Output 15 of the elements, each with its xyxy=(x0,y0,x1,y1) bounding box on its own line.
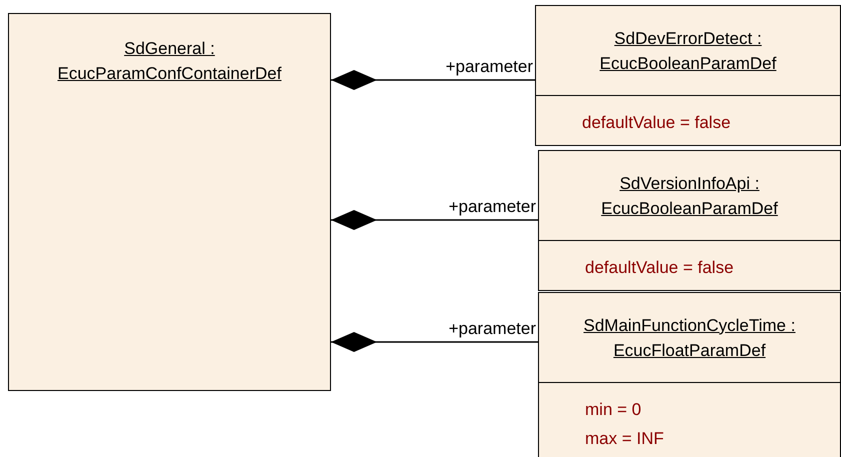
attribute-text: min = 0 xyxy=(585,399,642,421)
attribute-text: defaultValue = false xyxy=(585,257,735,279)
class-box xyxy=(538,292,841,457)
attribute-text: defaultValue = false xyxy=(582,112,732,134)
composition-connector xyxy=(331,70,535,90)
attribute-text: max = INF xyxy=(585,428,665,450)
class-name: SdVersionInfoApi : EcucBooleanParamDef xyxy=(600,172,779,220)
class-name: SdDevErrorDetect : EcucBooleanParamDef xyxy=(598,28,778,74)
composition-connector xyxy=(331,210,538,230)
composition-connector xyxy=(331,332,538,352)
class-box xyxy=(8,13,331,391)
class-box xyxy=(538,150,841,291)
class-name: SdMainFunctionCycleTime : EcucFloatParamDef xyxy=(582,314,796,362)
class-name: SdGeneral : EcucParamConfContainerDef xyxy=(56,38,282,85)
class-box xyxy=(535,5,841,146)
